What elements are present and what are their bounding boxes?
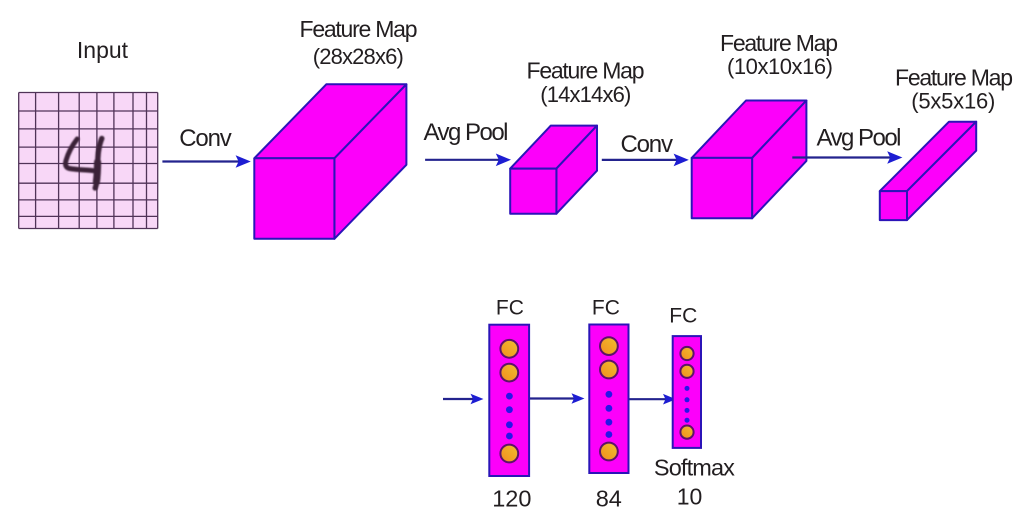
svg-text:(14x14x6): (14x14x6) [540, 82, 631, 107]
svg-text:Feature Map: Feature Map [300, 16, 418, 42]
svg-text:Input: Input [77, 37, 129, 63]
svg-text:Feature Map: Feature Map [527, 58, 645, 84]
svg-text:Softmax: Softmax [654, 455, 735, 481]
svg-text:(10x10x16): (10x10x16) [727, 54, 833, 79]
svg-text:(28x28x6): (28x28x6) [313, 44, 404, 69]
svg-text:FC: FC [669, 305, 697, 328]
svg-text:Feature Map: Feature Map [720, 30, 838, 56]
svg-text:Avg Pool: Avg Pool [424, 119, 509, 146]
svg-text:Conv: Conv [179, 125, 232, 152]
svg-text:120: 120 [492, 486, 531, 512]
svg-text:FC: FC [592, 297, 620, 320]
svg-text:FC: FC [496, 297, 524, 320]
svg-text:Avg Pool: Avg Pool [817, 125, 902, 152]
svg-text:(5x5x16): (5x5x16) [911, 89, 995, 114]
svg-text:Feature Map: Feature Map [895, 65, 1013, 91]
svg-text:10: 10 [677, 484, 703, 510]
svg-text:Conv: Conv [620, 131, 673, 158]
svg-text:84: 84 [596, 486, 622, 512]
